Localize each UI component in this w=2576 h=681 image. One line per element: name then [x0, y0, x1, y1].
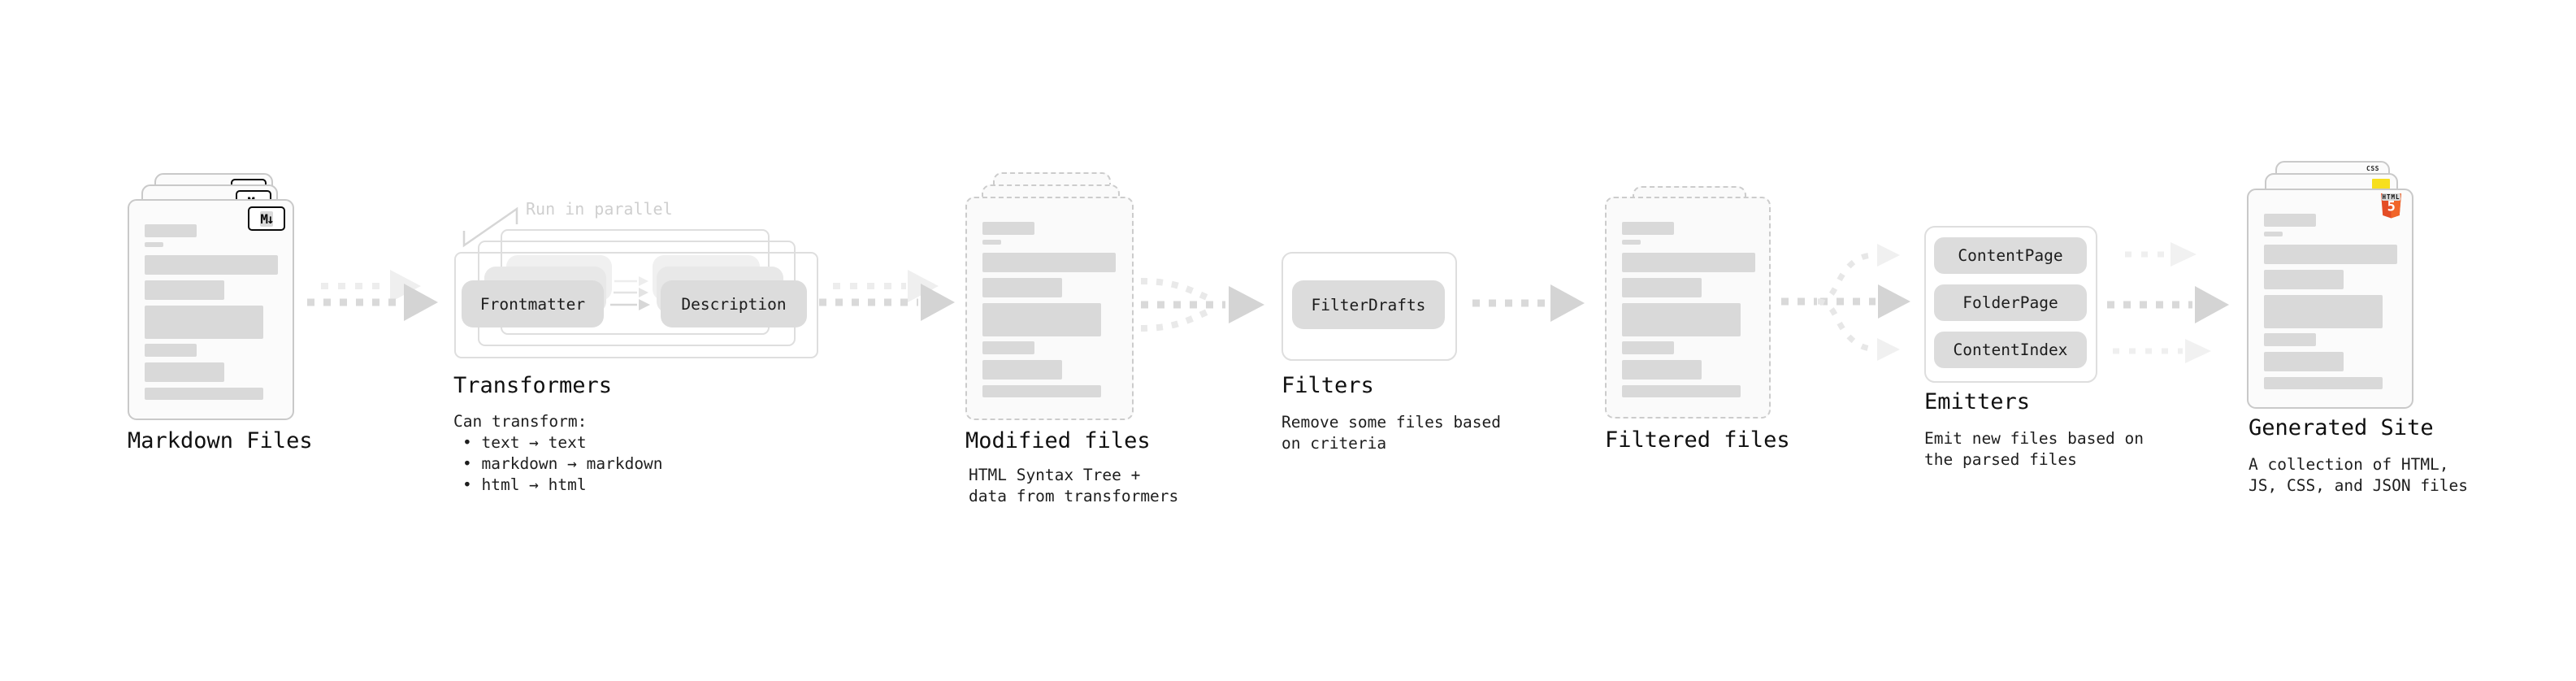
text-placeholder-bar [1622, 240, 1641, 245]
text-placeholder-bar [1622, 385, 1741, 397]
folderpage-pill: FolderPage [1934, 284, 2087, 321]
text-placeholder-bar [982, 385, 1101, 397]
text-placeholder-bar [145, 306, 263, 339]
text-placeholder-bar [982, 222, 1034, 235]
filters-desc-line: Remove some files based [1281, 413, 1502, 432]
contentindex-pill: ContentIndex [1934, 332, 2087, 368]
contentindex-pill-label: ContentIndex [1953, 340, 2068, 359]
text-placeholder-bar [2264, 377, 2383, 389]
text-placeholder-bar [145, 280, 224, 300]
run-in-parallel-annotation: Run in parallel [526, 199, 673, 219]
text-placeholder-bar [2264, 270, 2344, 289]
stage-label-generated-site: Generated Site [2249, 415, 2434, 440]
description-pill-label: Description [681, 294, 787, 314]
folderpage-pill-label: FolderPage [1962, 293, 2058, 312]
transformers-desc-line: • markdown → markdown [462, 454, 663, 473]
text-placeholder-bar [145, 255, 278, 275]
text-placeholder-bar [145, 242, 163, 247]
merge-arrow-icon [1140, 278, 1264, 332]
text-placeholder-bar [2264, 352, 2344, 371]
modified-file-card-front [965, 197, 1134, 420]
contentpage-pill: ContentPage [1934, 237, 2087, 274]
stage-label-filters: Filters [1281, 373, 1374, 398]
dashed-arrow-icon [2107, 242, 2229, 363]
text-placeholder-bar [1622, 253, 1755, 272]
filters-desc-line: on criteria [1281, 434, 1387, 453]
transformers-desc-line: • html → html [462, 475, 587, 494]
modified-desc-line: HTML Syntax Tree + [969, 466, 1141, 484]
text-placeholder-bar [982, 278, 1062, 297]
text-placeholder-bar [982, 303, 1101, 336]
stage-label-modified-files: Modified files [965, 428, 1151, 453]
transformers-desc-line: Can transform: [453, 412, 588, 431]
text-placeholder-bar [1622, 360, 1702, 380]
text-placeholder-bar [982, 240, 1001, 245]
text-placeholder-bar [1622, 341, 1674, 354]
transformer-layer-box-front [454, 252, 818, 358]
modified-desc-line: data from transformers [969, 487, 1179, 505]
html5-icon-word: HTML [2382, 193, 2400, 201]
text-placeholder-bar [145, 344, 197, 357]
emitters-desc-line: Emit new files based on [1924, 429, 2144, 448]
text-placeholder-bar [1622, 303, 1741, 336]
text-placeholder-bar [2264, 333, 2316, 346]
text-placeholder-bar [1622, 278, 1702, 297]
fork-arrow-icon [1781, 244, 1910, 361]
text-placeholder-bar [2264, 214, 2316, 227]
text-placeholder-bar [2264, 245, 2397, 264]
stage-label-transformers: Transformers [453, 373, 613, 398]
text-placeholder-bar [982, 253, 1116, 272]
dashed-arrow-icon [307, 270, 438, 321]
generated-file-card-html: HTML 5 [2247, 189, 2413, 409]
text-placeholder-bar [1622, 222, 1674, 235]
transformers-desc-line: • text → text [462, 433, 587, 452]
markdown-file-card-front: M↓ [128, 199, 294, 420]
filterdrafts-pill: FilterDrafts [1292, 280, 1445, 329]
text-placeholder-bar [2264, 232, 2283, 236]
stage-label-emitters: Emitters [1924, 389, 2031, 414]
css-badge-label: CSS [2366, 165, 2379, 172]
generated-desc-line: A collection of HTML, [2249, 455, 2449, 474]
js-badge-icon [2372, 179, 2390, 189]
filterdrafts-pill-label: FilterDrafts [1311, 295, 1426, 314]
dashed-arrow-icon [1472, 284, 1585, 322]
text-placeholder-bar [982, 360, 1062, 380]
html5-icon: HTML 5 [2380, 193, 2402, 219]
text-placeholder-bar [145, 362, 224, 382]
stage-label-markdown-files: Markdown Files [128, 428, 313, 453]
generated-desc-line: JS, CSS, and JSON files [2249, 476, 2469, 495]
text-placeholder-bar [145, 388, 263, 400]
dashed-arrow-icon [819, 270, 955, 321]
text-placeholder-bar [982, 341, 1034, 354]
frontmatter-pill-label: Frontmatter [479, 294, 586, 314]
emitters-desc-line: the parsed files [1924, 450, 2077, 469]
frontmatter-pill: Frontmatter [462, 280, 604, 327]
filtered-file-card-front [1605, 197, 1771, 419]
markdown-icon: M↓ [248, 206, 285, 231]
text-placeholder-bar [2264, 295, 2383, 328]
stage-label-filtered-files: Filtered files [1605, 427, 1790, 453]
description-pill: Description [661, 280, 807, 327]
contentpage-pill-label: ContentPage [1958, 246, 2063, 265]
text-placeholder-bar [145, 224, 197, 237]
markdown-icon-label: M↓ [260, 210, 275, 227]
html5-icon-number: 5 [2387, 199, 2396, 215]
